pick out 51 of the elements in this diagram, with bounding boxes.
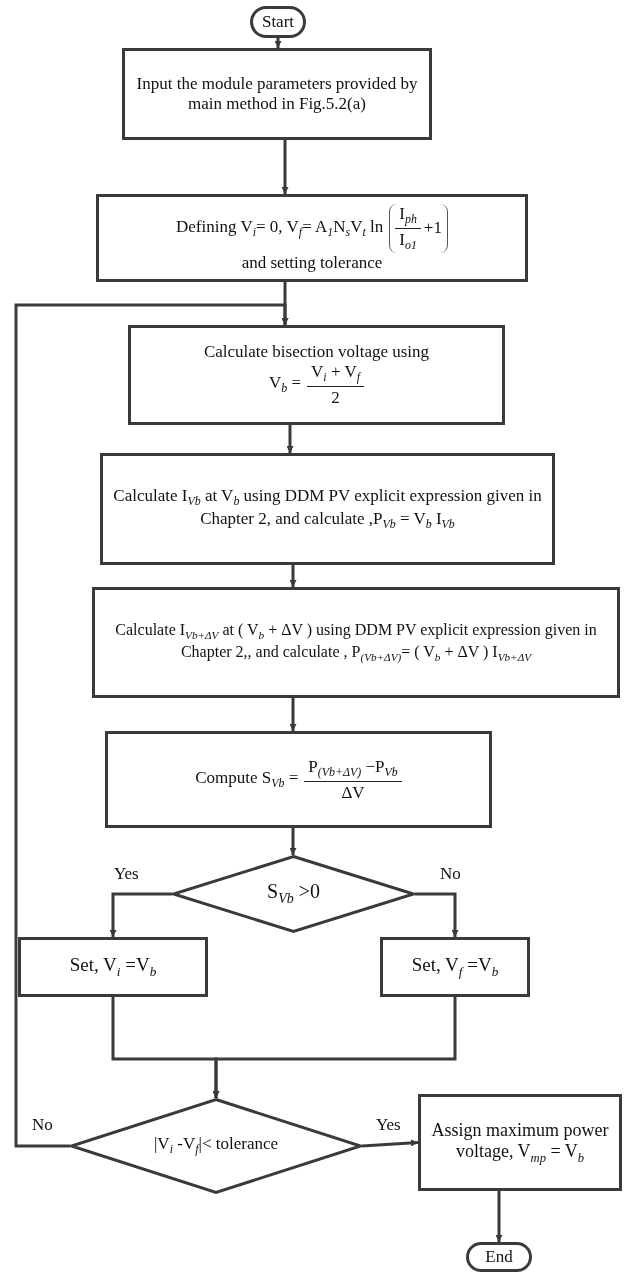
formula-denominator: 2	[331, 387, 340, 408]
step-text: Compute S$_{Vb}$ =	[195, 767, 299, 792]
formula-text: +1	[423, 218, 442, 238]
step-text: Set, V$_{i}$ =V$_{b}$	[69, 954, 157, 980]
step-text: Calculate I$_{Vb}$ at V$_{b}$ using DDM PV explicit expression given in Chapter 2, and calculate ,P$_{Vb}$ = V$_{b}$ I$_{Vb}$	[112, 485, 543, 533]
edge-label: Yes	[374, 1116, 403, 1133]
process-box	[418, 1094, 622, 1191]
formula-numerator: I$_{ph}$	[395, 203, 421, 229]
arrow	[495, 1191, 503, 1242]
arrow	[14, 303, 289, 1148]
decision-diamond	[70, 1098, 362, 1194]
step-text: |V$_{i}$ -V$_{f}$|< tolerance	[153, 1134, 278, 1158]
step-text: and setting tolerance	[241, 252, 383, 273]
step-text: Input the module parameters provided by main method in Fig.5.2(a)	[135, 74, 419, 114]
step-text: Start	[261, 12, 295, 32]
process-box	[122, 48, 432, 140]
process-box	[380, 937, 530, 997]
edge-label: No	[438, 865, 463, 882]
arrow	[109, 892, 172, 937]
arrow	[286, 425, 294, 453]
arrow	[289, 828, 297, 855]
process-box	[105, 731, 492, 828]
formula-numerator: P$_{(Vb+ΔV)}$ −P$_{Vb}$	[304, 756, 402, 782]
arrow	[415, 892, 459, 937]
arrow	[289, 698, 297, 731]
step-text: Set, V$_{f}$ =V$_{b}$	[411, 954, 499, 980]
process-box	[96, 194, 528, 282]
arrow	[361, 1139, 419, 1148]
step-text: Calculate bisection voltage using	[203, 342, 430, 362]
arrow	[274, 38, 282, 48]
step-text: Calculate I$_{Vb+ΔV}$ at ( V$_{b}$ + ΔV ) using DDM PV explicit expression given in Chapter 2,, and calculate , P$_{(Vb+ΔV)}$= ( V$_{b}$ + ΔV ) I$_{Vb+ΔV}$	[114, 621, 598, 664]
arrow	[281, 140, 289, 194]
arrow	[289, 565, 297, 587]
decision-diamond	[172, 855, 415, 933]
step-text: End	[485, 1247, 513, 1267]
formula-denominator: I$_{o1}$	[399, 228, 417, 253]
step-text: Assign maximum power voltage, V$_{mp}$ = V$_{b}$	[430, 1120, 610, 1165]
arrow	[212, 997, 457, 1098]
edge-label: No	[30, 1116, 55, 1133]
formula-numerator: V$_{i}$ + V$_{f}$	[307, 361, 364, 388]
formula-text: V$_{b}$ =	[268, 373, 302, 397]
start-terminal	[250, 6, 306, 38]
process-box	[92, 587, 620, 698]
edge-label: Yes	[112, 865, 141, 882]
step-text: Defining V$_{i}$= 0, V$_{f}$= A$_{1}$N$_{s}$V$_{t}$ ln	[176, 216, 384, 240]
end-terminal	[466, 1242, 532, 1272]
process-box	[128, 325, 505, 425]
formula-denominator: ΔV	[341, 781, 365, 803]
process-box	[100, 453, 555, 565]
process-box	[18, 937, 208, 997]
step-text: S$_{Vb}$ >0	[267, 880, 320, 908]
